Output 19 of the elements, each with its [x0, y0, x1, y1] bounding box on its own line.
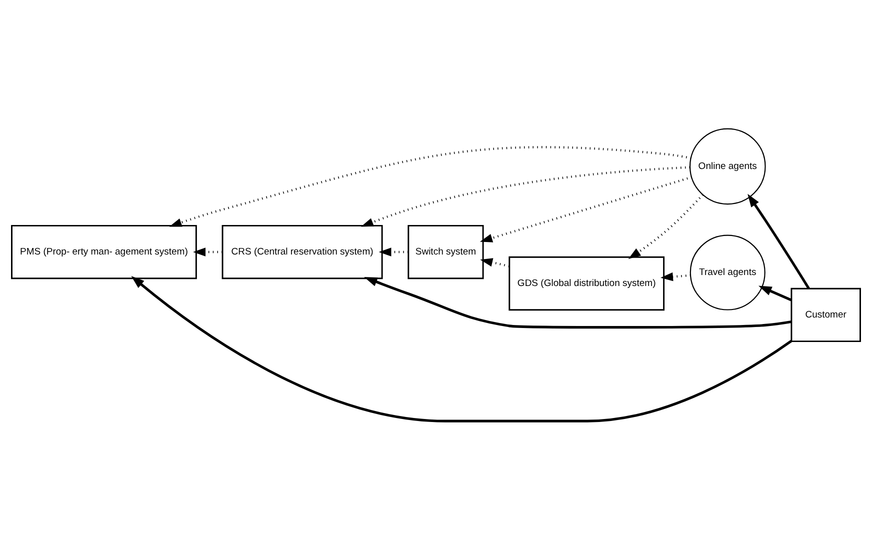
arrow — [378, 247, 408, 256]
node-circle: Travel agents — [690, 234, 766, 310]
arrow — [364, 276, 792, 328]
arrow — [169, 146, 692, 226]
node-box: PMS (Prop- erty man- agement system) — [11, 224, 197, 279]
node-box: Switch system — [408, 224, 484, 279]
arrow — [131, 275, 792, 422]
arrow — [193, 247, 222, 256]
arrow — [660, 272, 691, 281]
node-box: CRS (Central reservation system) — [222, 224, 383, 279]
arrow — [628, 193, 704, 258]
arrow — [360, 166, 690, 226]
arrow — [480, 176, 692, 242]
arrow — [758, 285, 792, 301]
arrow — [748, 193, 810, 289]
node-box: GDS (Global distribution system) — [508, 256, 665, 310]
arrow — [480, 258, 510, 267]
node-circle: Online agents — [689, 128, 766, 204]
node-box: Customer — [790, 287, 861, 342]
